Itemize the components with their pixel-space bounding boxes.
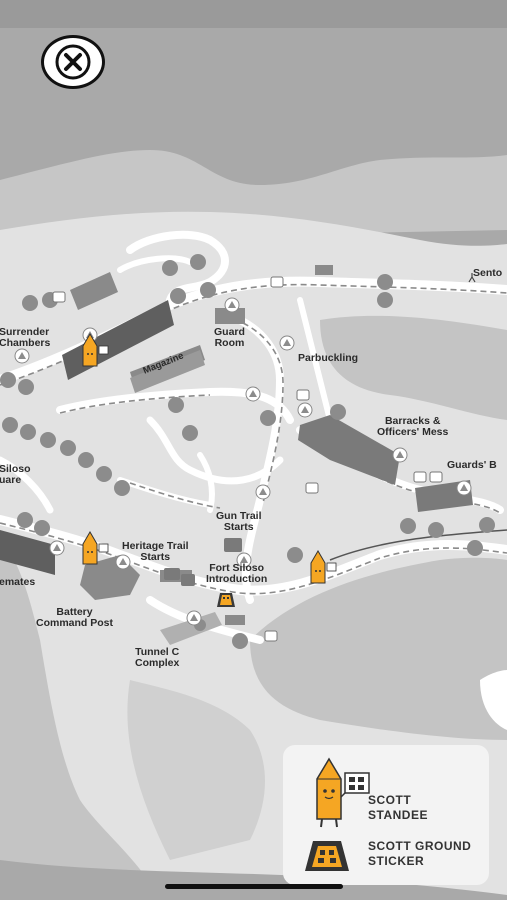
building-barracks: [298, 415, 400, 485]
scott-standee-marker[interactable]: [310, 550, 337, 584]
status-bar-area: [0, 0, 507, 28]
building: [70, 272, 118, 310]
label-guards: Guards' B: [447, 459, 497, 471]
scott-standee-icon: [316, 757, 370, 828]
vegetation-patch: [250, 557, 507, 740]
trail-start-icon: [164, 273, 476, 586]
close-button[interactable]: [41, 35, 105, 89]
building: [225, 615, 245, 625]
label-sentosa: Sento: [473, 267, 503, 279]
building-casemates: [0, 530, 55, 575]
info-markers: [52, 276, 443, 642]
gun-markers: [0, 254, 495, 649]
label-parbuckling: Parbuckling: [298, 352, 359, 364]
close-icon: [55, 44, 91, 80]
building-tunnel-c: [160, 612, 222, 645]
vegetation-patch: [320, 315, 507, 420]
scott-standee-marker[interactable]: [82, 333, 109, 367]
pool: [480, 670, 507, 730]
label-casemates: emates: [0, 576, 36, 588]
home-indicator[interactable]: [165, 884, 343, 889]
scott-ground-sticker-marker[interactable]: [217, 593, 235, 607]
scott-ground-sticker-icon: [305, 841, 349, 871]
vegetation-patch: [0, 540, 160, 900]
building: [315, 265, 333, 275]
sea-edge: [0, 860, 507, 900]
scott-standee-marker[interactable]: [82, 531, 109, 565]
magazine-bar: [130, 350, 205, 393]
building-guard-room: [215, 308, 245, 324]
vegetation-patch: [127, 680, 265, 860]
label-barracks: Barracks &Officers' Mess: [377, 415, 449, 438]
